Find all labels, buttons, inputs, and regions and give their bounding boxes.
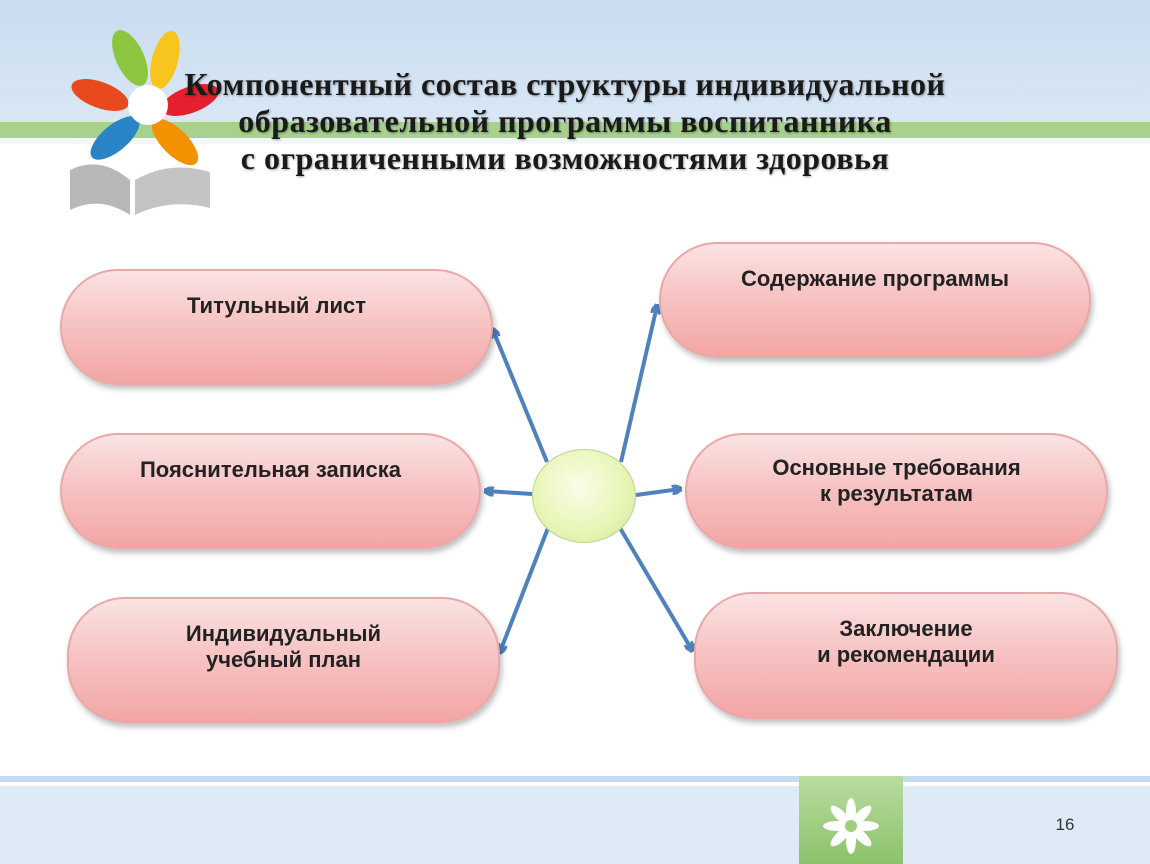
node-program-content-label: Содержание программы bbox=[741, 266, 1009, 291]
stripe-gap bbox=[0, 138, 1150, 144]
title-line-1: Компонентный состав структуры индивидуал… bbox=[184, 66, 946, 102]
title-line-3: с ограниченными возможностями здоровья bbox=[240, 140, 890, 176]
arrow-to-requirements bbox=[635, 489, 680, 497]
node-explanatory-note: Пояснительная записка bbox=[60, 433, 481, 549]
node-title-page-label: Титульный лист bbox=[186, 293, 367, 318]
footer-line bbox=[0, 776, 1150, 782]
node-individual-plan: Индивидуальный учебный план bbox=[67, 597, 500, 723]
arrow-to-explanatory-note bbox=[486, 491, 533, 494]
node-conclusion: Заключение и рекомендации bbox=[694, 592, 1118, 719]
arrow-to-conclusion bbox=[618, 526, 692, 650]
arrow-to-individual-plan bbox=[500, 527, 550, 652]
hands-flower-icon bbox=[823, 798, 879, 854]
hands-logo-icon bbox=[70, 30, 219, 215]
node-requirements: Основные требования к результатам bbox=[685, 433, 1108, 549]
page-number: 16 bbox=[1055, 815, 1075, 834]
node-conclusion-label: Заключение и рекомендации bbox=[817, 616, 995, 667]
node-title-page: Титульный лист bbox=[60, 269, 493, 385]
center-hub bbox=[532, 449, 636, 543]
node-explanatory-note-label: Пояснительная записка bbox=[139, 457, 401, 482]
node-individual-plan-label: Индивидуальный учебный план bbox=[185, 621, 382, 672]
arrow-to-title-page bbox=[493, 330, 549, 463]
green-stripe bbox=[0, 122, 1150, 138]
title-line-2: образовательной программы воспитанника bbox=[238, 103, 892, 139]
node-program-content: Содержание программы bbox=[659, 242, 1091, 358]
node-requirements-label: Основные требования к результатам bbox=[772, 455, 1021, 506]
footer-band bbox=[0, 786, 1150, 864]
slide-title: Компонентный состав структуры индивидуал… bbox=[60, 66, 1070, 177]
arrow-to-program-content bbox=[619, 306, 657, 463]
